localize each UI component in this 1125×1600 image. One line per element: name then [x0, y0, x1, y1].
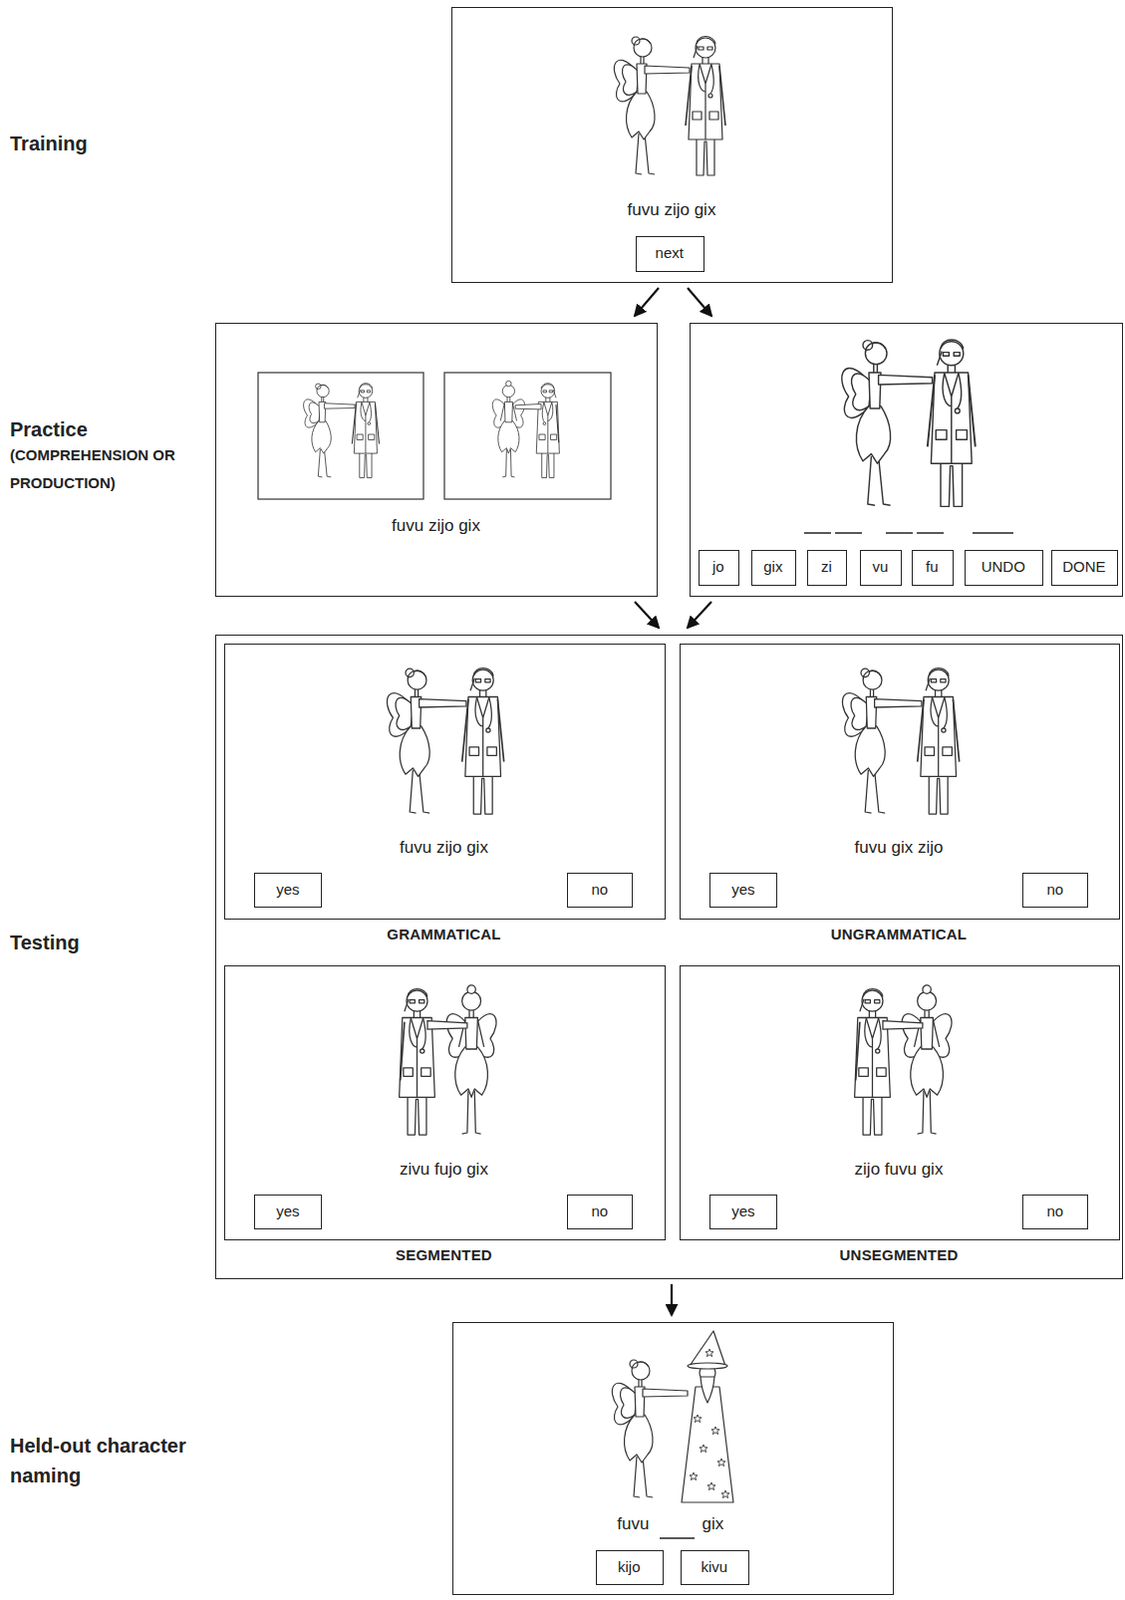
button-label: kijo: [617, 1558, 641, 1577]
syllable-button: jo: [698, 550, 740, 586]
button-label: yes: [276, 1202, 299, 1221]
button-label: next: [655, 244, 684, 263]
yes-button: yes: [709, 872, 778, 908]
comprehension-box: fuvu zijo gix: [215, 322, 658, 597]
flow-arrow: [670, 1284, 673, 1316]
naming-box: fuvu gix kijo kivu: [452, 1322, 894, 1596]
yes-button: yes: [254, 1194, 322, 1230]
button-label: vu: [871, 558, 888, 576]
fairy-doctor-figure: [613, 36, 726, 177]
panel-heading: GRAMMATICAL: [386, 925, 501, 944]
flow-arrow: [687, 601, 712, 628]
button-label: fu: [925, 558, 939, 576]
no-button: no: [1022, 1194, 1089, 1230]
node-text: fuvu zijo gix: [627, 200, 717, 221]
test-panel: zivu fujo gixSEGMENTEDyesno: [224, 965, 666, 1241]
button-label: no: [590, 880, 608, 899]
choice-button: kijo: [595, 1550, 664, 1586]
panel-heading: SEGMENTED: [395, 1246, 493, 1265]
fairy-doctor-figure: [303, 383, 380, 479]
button-label: kivu: [700, 1558, 728, 1577]
answer-blanks: [804, 532, 1014, 535]
doctor-fairy-figure: [492, 380, 560, 478]
node-text: fuvu gix zijo: [854, 838, 944, 858]
node-text: zivu fujo gix: [399, 1159, 489, 1180]
node-text: fuvu zijo gix: [391, 516, 481, 537]
fairy-doctor-figure: [386, 668, 504, 815]
stage-label: Practice: [9, 417, 200, 442]
training-box: fuvu zijo gix next: [451, 6, 893, 283]
testing-box: fuvu zijo gixGRAMMATICAL yes no fuvu gix zi…: [215, 634, 1124, 1280]
syllable-button: vu: [859, 550, 902, 586]
button-label: yes: [731, 880, 755, 899]
button-label: yes: [731, 1202, 755, 1221]
test-panel: fuvu zijo gixGRAMMATICALyesno: [224, 643, 666, 920]
flow-arrow: [634, 601, 659, 628]
button-label: UNDO: [981, 558, 1026, 576]
undo-button: UNDO: [964, 550, 1044, 586]
picture-frame: [444, 372, 611, 500]
syllable-button: zi: [807, 550, 847, 586]
button-label: gix: [763, 558, 783, 576]
fairy-wizard-figure: [611, 1331, 734, 1503]
button-label: no: [1046, 1202, 1064, 1221]
fairy-doctor-figure: [842, 339, 976, 507]
button-label: jo: [712, 558, 725, 576]
panel-heading: UNGRAMMATICAL: [831, 925, 967, 944]
syllable-button: fu: [911, 550, 954, 586]
panel-heading: UNSEGMENTED: [840, 1246, 959, 1265]
next-button: next: [635, 236, 705, 273]
fairy-doctor-figure: [842, 668, 959, 815]
yes-button: yes: [709, 1194, 778, 1230]
button-label: DONE: [1062, 558, 1106, 576]
stage-label: Testing: [9, 930, 200, 955]
node-text: fuvu zijo gix: [399, 838, 489, 858]
yes-button: yes: [254, 872, 322, 908]
done-button: DONE: [1051, 550, 1119, 586]
node-text: fuvu: [616, 1514, 649, 1535]
flow-arrow: [687, 287, 712, 316]
test-panel: fuvu gix zijoUNGRAMMATICALyesno: [679, 643, 1121, 920]
test-panel: zijo fuvu gixUNSEGMENTEDyesno: [679, 965, 1121, 1241]
button-label: yes: [276, 880, 299, 899]
button-label: no: [1046, 880, 1064, 899]
syllable-button: gix: [751, 550, 797, 586]
choice-button: kivu: [680, 1550, 750, 1586]
flow-arrow: [634, 287, 659, 316]
production-box: jo gix zi vu fu UNDO DONE: [689, 322, 1124, 597]
answer-blank: [659, 1537, 695, 1540]
button-label: no: [590, 1202, 608, 1221]
doctor-fairy-figure: [854, 985, 952, 1135]
button-label: zi: [821, 558, 833, 576]
stage-subtitle: (COMPREHENSION OR PRODUCTION): [9, 441, 178, 498]
picture-frame: [258, 372, 424, 500]
node-text: zijo fuvu gix: [854, 1159, 944, 1180]
no-button: no: [566, 872, 633, 908]
stage-label: Training: [9, 131, 200, 156]
doctor-fairy-figure: [399, 985, 497, 1135]
no-button: no: [566, 1194, 633, 1230]
no-button: no: [1022, 872, 1089, 908]
node-text: gix: [702, 1514, 725, 1535]
stage-label: Held-out character naming: [9, 1430, 225, 1491]
